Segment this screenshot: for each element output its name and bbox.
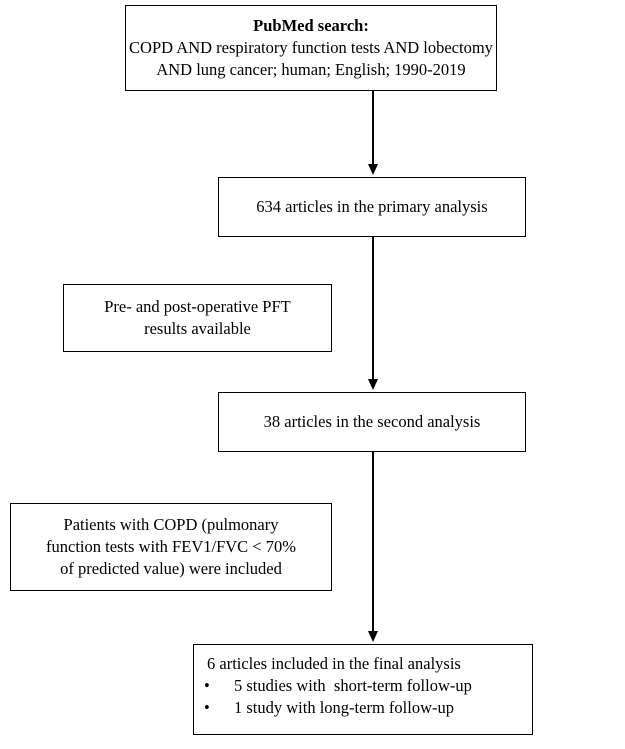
final-analysis-box: 6 articles included in the final analysi… bbox=[193, 644, 533, 735]
final-analysis-item-2-text: 1 study with long-term follow-up bbox=[234, 698, 454, 717]
final-analysis-item-1-text: 5 studies with short-term follow-up bbox=[234, 676, 472, 695]
second-analysis-box: 38 articles in the second analysis bbox=[218, 392, 526, 452]
arrowhead-3 bbox=[368, 631, 378, 642]
bullet-icon: • bbox=[204, 676, 210, 695]
criterion-pft-line-1: Pre- and post-operative PFT bbox=[104, 297, 291, 316]
search-heading: PubMed search: bbox=[253, 16, 369, 35]
criterion-copd-box: Patients with COPD (pulmonary function t… bbox=[10, 503, 332, 591]
primary-analysis-box: 634 articles in the primary analysis bbox=[218, 177, 526, 237]
criterion-pft-line-2: results available bbox=[144, 319, 251, 338]
search-query-line-1: COPD AND respiratory function tests AND … bbox=[129, 38, 493, 57]
search-query-line-2: AND lung cancer; human; English; 1990-20… bbox=[156, 60, 466, 79]
criterion-pft-box: Pre- and post-operative PFT results avai… bbox=[63, 284, 332, 352]
arrowhead-1 bbox=[368, 164, 378, 175]
final-analysis-item-1: • 5 studies with short-term follow-up bbox=[204, 675, 532, 697]
final-analysis-item-2: • 1 study with long-term follow-up bbox=[204, 697, 532, 719]
criterion-copd-line-2: function tests with FEV1/FVC < 70% bbox=[46, 537, 296, 556]
search-box: PubMed search: COPD AND respiratory func… bbox=[125, 5, 497, 91]
criterion-copd-line-3: of predicted value) were included bbox=[60, 559, 282, 578]
criterion-copd-line-1: Patients with COPD (pulmonary bbox=[63, 515, 279, 534]
connector-line-3 bbox=[372, 452, 374, 632]
arrowhead-2 bbox=[368, 379, 378, 390]
bullet-icon: • bbox=[204, 698, 210, 717]
connector-line-2 bbox=[372, 237, 374, 380]
second-analysis-text: 38 articles in the second analysis bbox=[263, 412, 481, 431]
connector-line-1 bbox=[372, 91, 374, 165]
primary-analysis-text: 634 articles in the primary analysis bbox=[256, 197, 488, 216]
final-analysis-title: 6 articles included in the final analysi… bbox=[207, 654, 461, 673]
